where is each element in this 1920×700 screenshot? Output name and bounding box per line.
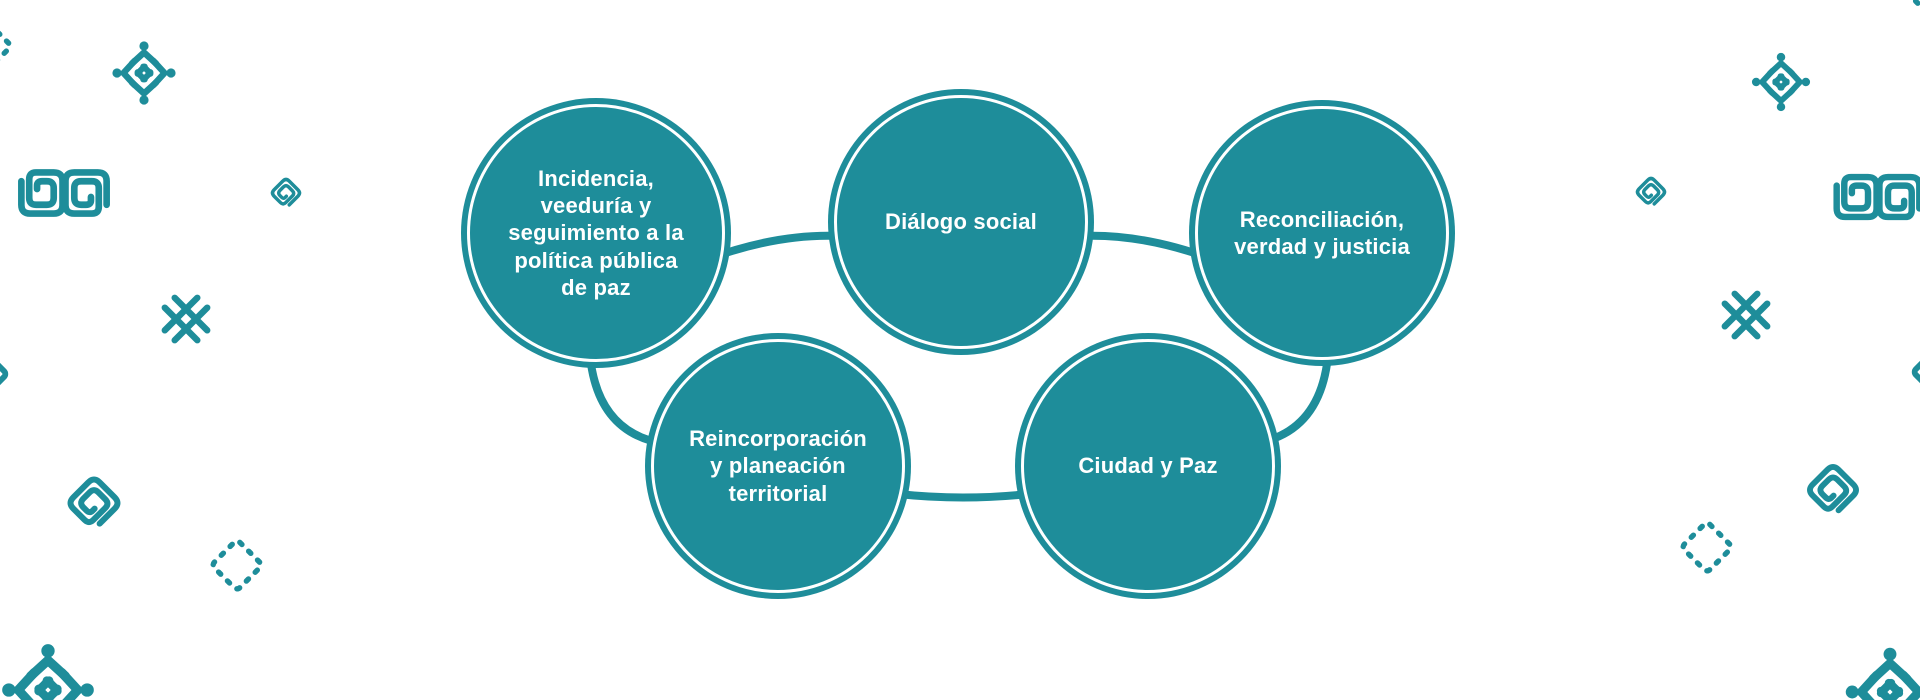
node-reconciliacion-verdad-justicia: Reconciliación, verdad y justicia: [1189, 100, 1455, 366]
cross-star-icon: [1752, 53, 1810, 111]
diamond-spiral-icon: [1636, 177, 1666, 207]
diamond-outline-icon: [0, 357, 7, 391]
diamond-outline-icon: [1913, 355, 1920, 389]
node-incidencia-veeduria: Incidencia, veeduría y seguimiento a la …: [461, 98, 731, 368]
cross-star-icon: [1846, 648, 1920, 700]
connector-reincorporacion-ciudad: [894, 490, 1032, 502]
hash-cross-icon: [1713, 282, 1778, 347]
double-spiral-icon: [1837, 177, 1920, 217]
hash-cross-icon: [153, 286, 218, 351]
node-dialogo-social: Diálogo social: [828, 89, 1094, 355]
node-reincorporacion-planeacion: Reincorporación y planeación territorial: [645, 333, 911, 599]
diamond-spiral-icon: [1807, 464, 1859, 516]
diamond-spiral-icon: [271, 178, 301, 208]
node-ciudad-y-paz: Ciudad y Paz: [1015, 333, 1281, 599]
dotted-diamond-icon: [1909, 0, 1920, 19]
dotted-diamond-icon: [212, 540, 263, 591]
node-reincorporacion-planeacion-label: Reincorporación y planeación territorial: [689, 426, 867, 506]
node-ciudad-y-paz-label: Ciudad y Paz: [1078, 453, 1218, 479]
node-incidencia-veeduria-label: Incidencia, veeduría y seguimiento a la …: [508, 165, 684, 300]
diamond-spiral-icon: [68, 477, 121, 530]
cross-star-icon: [2, 644, 94, 700]
dotted-diamond-icon: [1682, 522, 1733, 573]
node-dialogo-social-label: Diálogo social: [885, 209, 1037, 235]
cross-star-icon: [112, 41, 175, 104]
dotted-diamond-icon: [0, 21, 11, 72]
double-spiral-icon: [21, 172, 106, 213]
node-reconciliacion-verdad-justicia-label: Reconciliación, verdad y justicia: [1234, 206, 1410, 259]
